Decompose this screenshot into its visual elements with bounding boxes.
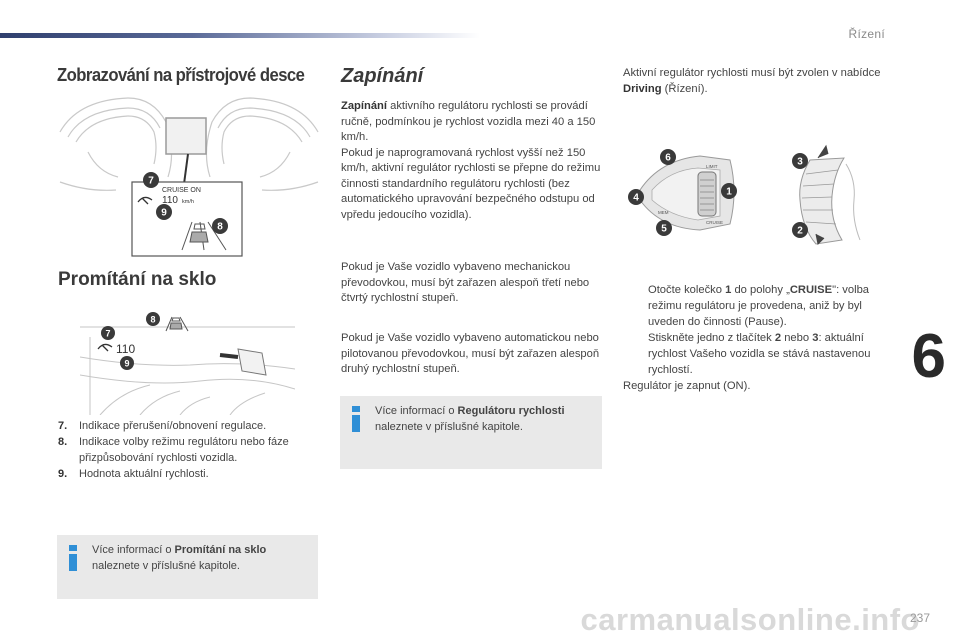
step-text-part: nebo [781, 332, 813, 344]
lever-label-limit: LIMIT [706, 164, 718, 169]
hud-callout-9: 9 [124, 359, 129, 369]
start-bold-term: Zapínání [341, 100, 387, 112]
step-text-part: ": volba režimu regulátoru je provedena,… [648, 284, 870, 328]
lever-callout-5: 5 [661, 224, 667, 235]
lever-callout-3: 3 [797, 157, 803, 168]
hud-figure: 110 7 8 9 [79, 297, 296, 416]
menu-name: Driving [623, 82, 662, 95]
hud-speed: 110 [116, 342, 135, 356]
readout-unit: km/h [182, 199, 194, 205]
readout-speed: 110 [162, 195, 178, 206]
lever-callout-4: 4 [633, 193, 639, 204]
legend-item: 9. Hodnota aktuální rychlosti. [58, 466, 322, 482]
info-box-hud: Více informací o Promítání na sklo nalez… [57, 535, 318, 599]
page-number: 237 [909, 611, 930, 625]
step-bold: 3 [812, 332, 819, 344]
info-text: Více informací o Regulátoru rychlosti na… [375, 404, 595, 435]
callout-9: 9 [161, 208, 167, 219]
info-text: Více informací o Promítání na sklo nalez… [92, 543, 312, 574]
hud-callout-8: 8 [150, 315, 155, 325]
info-icon [69, 545, 77, 571]
lever-label-mem: MEM [658, 210, 669, 215]
chapter-number: 6 [911, 322, 946, 391]
callout-8: 8 [217, 222, 223, 233]
info-suffix: naleznete v příslušné kapitole. [92, 559, 240, 572]
info-link-text: Promítání na sklo [174, 544, 267, 556]
step-text: Otočte kolečko 1 do polohy „CRUISE": vol… [648, 282, 888, 330]
driving-menu-note: Aktivní regulátor rychlosti musí být zvo… [623, 66, 883, 97]
section-title-start: Zapínání [341, 65, 424, 87]
step-text-part: do polohy „ [731, 284, 790, 296]
callout-legend: 7. Indikace přerušení/obnovení regulace.… [58, 418, 322, 482]
hud-callout-7: 7 [105, 329, 110, 339]
start-paragraph-1: Zapínání aktivního regulátoru rychlosti … [341, 99, 603, 223]
info-suffix: naleznete v příslušné kapitole. [375, 420, 523, 433]
chapter-name: Řízení [848, 27, 885, 41]
step-text: Stiskněte jedno z tlačítek 2 nebo 3: akt… [648, 330, 888, 378]
legend-num: 9. [58, 468, 68, 480]
start-paragraph-2: Pokud je Vaše vozidlo vybaveno mechanick… [341, 261, 590, 304]
section-title-hud: Promítání na sklo [58, 269, 217, 290]
hud-cruise-icon [97, 343, 113, 352]
lever-callout-6: 6 [665, 153, 671, 164]
legend-text: Hodnota aktuální rychlosti. [79, 468, 209, 480]
step-text-part: Stiskněte jedno z tlačítek [648, 332, 775, 344]
header-accent-bar [0, 33, 480, 38]
start-paragraph-3: Pokud je Vaše vozidlo vybaveno automatic… [341, 332, 600, 375]
info-prefix: Více informací o [375, 405, 458, 417]
dashboard-figure: CRUISE ON 110 km/h 7 9 8 [58, 92, 320, 258]
legend-num: 8. [58, 436, 68, 448]
section-title-display: Zobrazování na přístrojové desce [57, 64, 305, 85]
legend-item: 7. Indikace přerušení/obnovení regulace. [58, 418, 322, 434]
step-item: Otočte kolečko 1 do polohy „CRUISE": vol… [623, 282, 888, 330]
step-text-part: Otočte kolečko [648, 284, 726, 296]
info-box-cruise: Více informací o Regulátoru rychlosti na… [340, 396, 602, 469]
legend-item: 8. Indikace volby režimu regulátoru nebo… [58, 434, 322, 466]
bullet-mark-icon [623, 330, 648, 378]
bullet-mark-icon [623, 282, 648, 330]
steering-lever-figure: LIMIT CRUISE MEM 6 1 4 5 3 2 [620, 140, 890, 255]
lever-callout-1: 1 [726, 187, 732, 198]
info-icon [352, 406, 360, 432]
info-link-text: Regulátoru rychlosti [457, 405, 565, 417]
step-bold: 1 [725, 284, 732, 296]
readout-label: CRUISE ON [162, 187, 201, 194]
activation-result: Regulátor je zapnut (ON). [623, 380, 751, 392]
step-bold: 2 [774, 332, 782, 344]
cruise-icon [137, 196, 153, 205]
lever-label-cruise: CRUISE [706, 220, 723, 225]
legend-text: Indikace přerušení/obnovení regulace. [79, 420, 267, 432]
callout-7: 7 [148, 176, 154, 187]
legend-text: Indikace volby režimu regulátoru nebo fá… [79, 436, 289, 464]
note-text: Aktivní regulátor rychlosti musí být zvo… [623, 67, 881, 79]
step-item: Stiskněte jedno z tlačítek 2 nebo 3: akt… [623, 330, 888, 378]
note-text-end: (Řízení). [661, 82, 708, 95]
step-bold: CRUISE [789, 284, 833, 296]
watermark: carmanualsonline.info [580, 602, 920, 637]
step-text-part: : aktuální rychlost Vašeho vozidla se st… [648, 332, 871, 376]
lever-callout-2: 2 [797, 226, 803, 237]
info-prefix: Více informací o [92, 544, 175, 556]
legend-num: 7. [58, 420, 68, 432]
start-text-2: Pokud je naprogramovaná rychlost vyšší n… [341, 146, 601, 221]
start-text: aktivního regulátoru rychlosti se provád… [341, 100, 596, 143]
activation-steps: Otočte kolečko 1 do polohy „CRUISE": vol… [623, 282, 888, 394]
